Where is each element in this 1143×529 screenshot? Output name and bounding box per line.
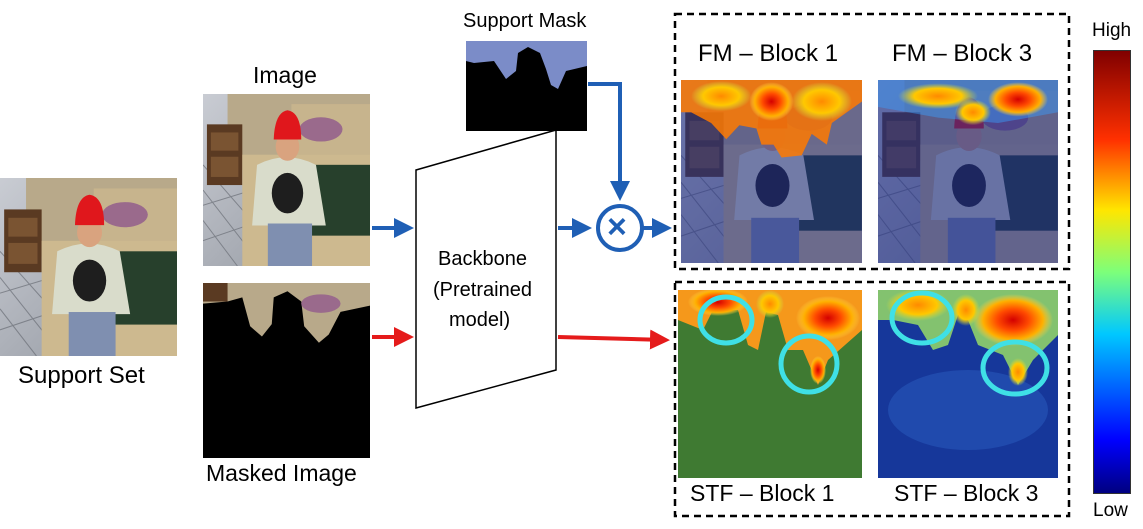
fm-block1-label: FM – Block 1 (698, 40, 839, 67)
stf-block1-heatmap (678, 290, 862, 478)
backbone-label-line1: Backbone (438, 248, 527, 270)
support-mask-label: Support Mask (463, 10, 587, 32)
colorbar (1093, 50, 1131, 494)
colorbar-low-label: Low (1093, 500, 1128, 521)
masked-image-label: Masked Image (206, 460, 357, 486)
stf-group-box (673, 280, 1071, 518)
support-mask-image (466, 41, 587, 131)
stf-block1-label: STF – Block 1 (690, 480, 835, 506)
support-set-label: Support Set (18, 362, 145, 389)
image-label: Image (253, 62, 317, 88)
fm-block3-heatmap (878, 80, 1058, 263)
fm-group-box (673, 12, 1071, 271)
backbone-block (415, 129, 557, 409)
stf-block3-label: STF – Block 3 (894, 480, 1039, 506)
backbone-label-line3: model) (449, 309, 511, 331)
stf-block3-heatmap (878, 290, 1058, 478)
multiply-symbol: × (607, 208, 627, 246)
fm-block3-label: FM – Block 3 (892, 40, 1033, 67)
colorbar-high-label: High (1092, 20, 1132, 41)
backbone-label-line2: (Pretrained (433, 279, 532, 301)
fm-block1-heatmap (681, 80, 862, 263)
